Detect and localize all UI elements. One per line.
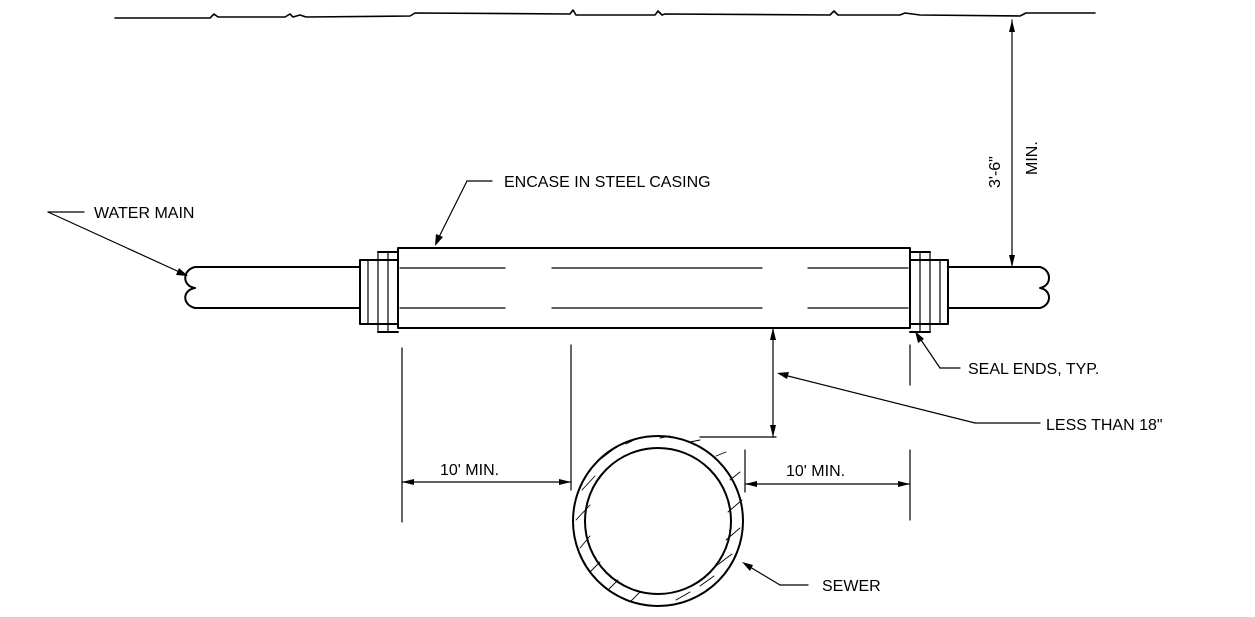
less-than-leader [777, 372, 1041, 424]
seal-end-right [909, 251, 949, 333]
left-clearance-label: 10' MIN. [440, 462, 499, 479]
steel-casing [397, 247, 911, 329]
cover-depth-min-label: MIN. [1024, 141, 1041, 175]
encase-leader [435, 180, 493, 246]
right-clearance-label: 10' MIN. [786, 463, 845, 480]
water-main-right [947, 266, 1050, 309]
encase-label: ENCASE IN STEEL CASING [504, 174, 711, 191]
seal-ends-leader [915, 331, 961, 369]
sewer-leader [742, 562, 809, 586]
sewer-label: SEWER [822, 578, 881, 595]
left-clearance-dimension [401, 479, 572, 485]
sewer-pipe [572, 435, 744, 607]
cover-depth-label: 3'-6" [987, 156, 1004, 188]
water-main-leader [47, 211, 188, 276]
cover-depth-dimension [1009, 19, 1015, 268]
ground-surface-line [114, 9, 1096, 19]
water-main-label: WATER MAIN [94, 205, 194, 222]
less-than-label: LESS THAN 18" [1046, 417, 1163, 434]
seal-ends-label: SEAL ENDS, TYP. [968, 361, 1099, 378]
right-clearance-dimension [744, 481, 911, 487]
water-main-left [184, 266, 361, 309]
vertical-separation-dimension [699, 327, 777, 438]
seal-end-left [359, 251, 399, 333]
